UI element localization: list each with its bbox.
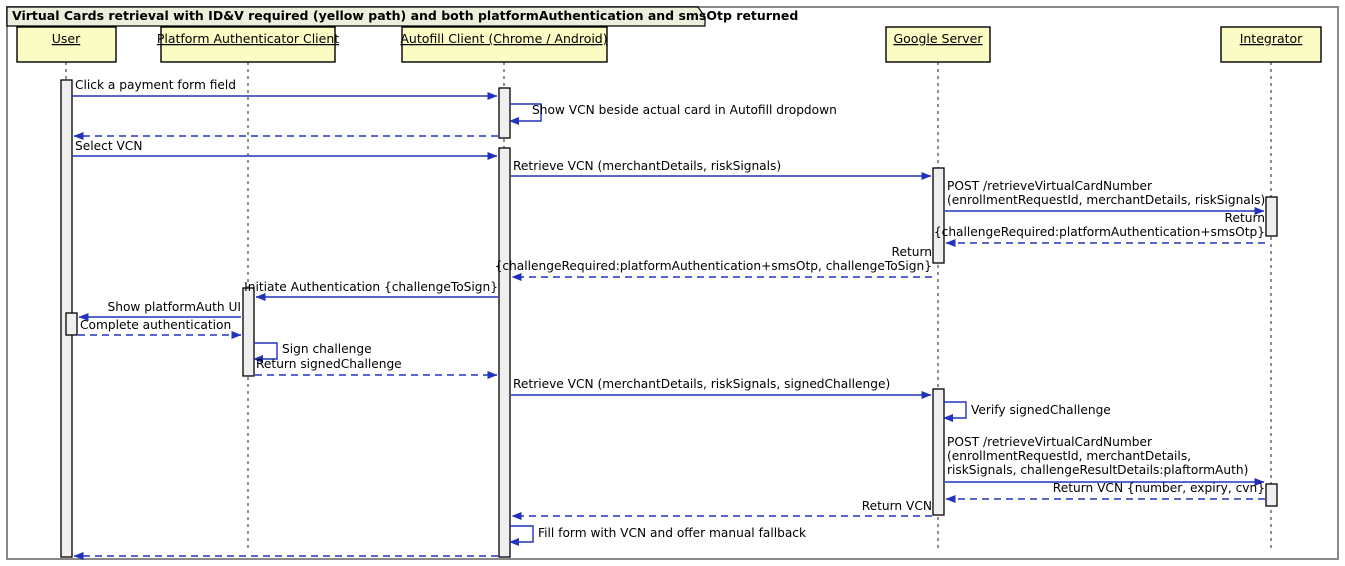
message-m2: Show VCN beside actual card in Autofill …	[509, 103, 837, 125]
activation-integrator-1	[1265, 196, 1278, 237]
message-m15: Verify signedChallenge	[943, 401, 1111, 422]
message-label-m10: Show platformAuth UI	[108, 300, 242, 314]
message-label-m18: Return VCN	[862, 499, 932, 513]
message-m13: Return signedChallenge	[255, 357, 498, 379]
participant-box-integrator[interactable]	[1220, 26, 1322, 63]
participant-label-autofill-client: Autofill Client (Chrome / Android)	[400, 31, 607, 46]
message-m16: POST /retrieveVirtualCardNumber (enrollm…	[945, 435, 1265, 486]
message-m17: Return VCN {number, expiry, cvn}	[945, 481, 1265, 503]
activation-platform-authenticator-client	[242, 287, 255, 377]
frame-title-text: Virtual Cards retrieval with ID&V requir…	[12, 8, 798, 23]
activation-user-auth	[65, 312, 78, 336]
message-m6: POST /retrieveVirtualCardNumber (enrollm…	[945, 179, 1265, 215]
message-m19: Fill form with VCN and offer manual fall…	[509, 525, 807, 546]
message-label-m6-line1: POST /retrieveVirtualCardNumber	[947, 179, 1153, 193]
participant-platform-authenticator-client[interactable]: Platform Authenticator Client	[157, 26, 339, 63]
message-label-m7-line2: {challengeRequired:platformAuthenticatio…	[934, 225, 1265, 239]
participant-user[interactable]: User	[16, 26, 117, 63]
message-label-m17: Return VCN {number, expiry, cvn}	[1053, 481, 1265, 495]
activation-integrator-2	[1265, 483, 1278, 507]
participant-label-integrator: Integrator	[1240, 31, 1303, 46]
message-label-m16-line1: POST /retrieveVirtualCardNumber	[947, 435, 1153, 449]
message-label-m5: Retrieve VCN (merchantDetails, riskSigna…	[513, 159, 781, 173]
message-m7: Return {challengeRequired:platformAuthen…	[934, 211, 1265, 247]
message-arrowhead-m12	[253, 355, 263, 363]
message-m5: Retrieve VCN (merchantDetails, riskSigna…	[511, 159, 932, 180]
message-m8: Return {challengeRequired:platformAuthen…	[495, 245, 932, 281]
participant-integrator[interactable]: Integrator	[1220, 26, 1322, 63]
activation-autofill-client-1	[498, 87, 511, 139]
message-arrowhead-m15	[943, 414, 953, 422]
message-label-m19: Fill form with VCN and offer manual fall…	[538, 526, 807, 540]
message-self-path-m12	[254, 342, 278, 360]
message-label-m11: Complete authentication	[80, 318, 231, 332]
participant-google-server[interactable]: Google Server	[885, 26, 991, 63]
message-label-m7-line1: Return	[1225, 211, 1265, 225]
participant-box-autofill-client[interactable]	[401, 26, 608, 63]
message-label-m15: Verify signedChallenge	[971, 403, 1111, 417]
message-self-path-m19	[510, 525, 534, 543]
message-m10: Show platformAuth UI	[78, 300, 242, 321]
message-label-m6-line2: (enrollmentRequestId, merchantDetails, r…	[947, 193, 1265, 207]
message-label-m12: Sign challenge	[282, 342, 372, 356]
message-m9: Initiate Authentication {challengeToSign…	[244, 280, 498, 301]
message-label-m9: Initiate Authentication {challengeToSign…	[244, 280, 498, 294]
participant-box-google-server[interactable]	[885, 26, 991, 63]
message-label-m16-line2: (enrollmentRequestId, merchantDetails,	[947, 449, 1191, 463]
message-label-m8-line1: Return	[892, 245, 932, 259]
message-label-m8-line2: {challengeRequired:platformAuthenticatio…	[495, 259, 932, 273]
message-label-m1: Click a payment form field	[75, 78, 236, 92]
frame-title-tab	[6, 6, 706, 27]
message-self-path-m2	[510, 103, 542, 122]
participant-label-user: User	[52, 31, 81, 46]
message-label-m4: Select VCN	[75, 139, 142, 153]
message-label-m16-line3: riskSignals, challengeResultDetails:plaf…	[947, 463, 1248, 477]
message-m14: Retrieve VCN (merchantDetails, riskSigna…	[511, 377, 932, 399]
participant-box-platform-authenticator-client[interactable]	[160, 26, 336, 63]
activation-google-server-2	[932, 388, 945, 516]
message-m1: Click a payment form field	[72, 78, 498, 100]
activation-autofill-client-2	[498, 147, 511, 558]
message-label-m14: Retrieve VCN (merchantDetails, riskSigna…	[513, 377, 890, 391]
activation-google-server-1	[932, 167, 945, 264]
participant-box-user[interactable]	[16, 26, 117, 63]
participant-autofill-client[interactable]: Autofill Client (Chrome / Android)	[400, 26, 608, 63]
message-m11: Complete authentication	[78, 318, 242, 339]
participant-label-google-server: Google Server	[893, 31, 983, 46]
message-arrowhead-m19	[509, 538, 519, 546]
message-label-m13: Return signedChallenge	[256, 357, 402, 371]
message-m12: Sign challenge	[253, 342, 372, 363]
message-m18: Return VCN	[511, 499, 932, 520]
message-self-path-m15	[944, 401, 967, 419]
participant-label-platform-authenticator-client: Platform Authenticator Client	[157, 31, 339, 46]
message-m4: Select VCN	[72, 139, 498, 160]
message-arrowhead-m2	[509, 117, 519, 125]
message-label-m2: Show VCN beside actual card in Autofill …	[532, 103, 837, 117]
